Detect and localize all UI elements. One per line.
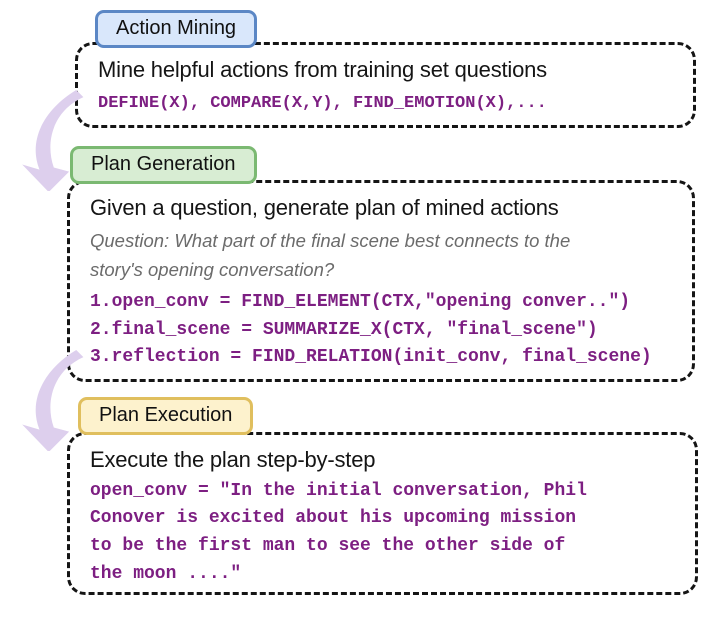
execution-output-line: open_conv = "In the initial conversation… — [90, 480, 587, 501]
execution-output-line: to be the first man to see the other sid… — [90, 536, 566, 557]
plan-generation-code: 1.open_conv = FIND_ELEMENT(CTX,"opening … — [90, 289, 676, 373]
plan-step-line: 1.open_conv = FIND_ELEMENT(CTX,"opening … — [90, 291, 631, 312]
action-mining-heading: Mine helpful actions from training set q… — [98, 57, 547, 82]
stage-label-plan-execution: Plan Execution — [78, 397, 254, 435]
execution-output-line: Conover is excited about his upcoming mi… — [90, 508, 577, 529]
flow-arrow-icon — [22, 90, 84, 191]
plan-generation-question: Question: What part of the final scene b… — [90, 226, 676, 285]
plan-execution-heading: Execute the plan step-by-step — [90, 447, 376, 472]
action-mining-box: Mine helpful actions from training set q… — [75, 42, 696, 128]
question-line: story's opening conversation? — [90, 259, 335, 281]
action-mining-code-line: DEFINE(X), COMPARE(X,Y), FIND_EMOTION(X)… — [98, 93, 547, 113]
flow-arrow-icon — [22, 350, 84, 451]
plan-step-line: 2.final_scene = SUMMARIZE_X(CTX, "final_… — [90, 319, 598, 340]
plan-execution-code: open_conv = "In the initial conversation… — [90, 478, 679, 590]
question-line: Question: What part of the final scene b… — [90, 229, 571, 251]
stage-label-action-mining: Action Mining — [95, 10, 258, 48]
stage-label-plan-generation: Plan Generation — [70, 146, 257, 184]
plan-step-line: 3.reflection = FIND_RELATION(init_conv, … — [90, 347, 652, 368]
plan-execution-box: Execute the plan step-by-step open_conv … — [67, 432, 698, 595]
execution-output-line: the moon ...." — [90, 564, 242, 585]
plan-generation-box: Given a question, generate plan of mined… — [67, 180, 695, 382]
plan-generation-heading: Given a question, generate plan of mined… — [90, 195, 559, 220]
